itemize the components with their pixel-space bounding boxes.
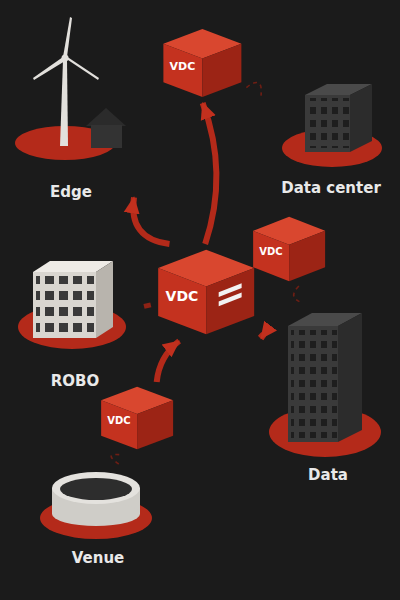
cube-label: VDC: [163, 60, 202, 73]
location-label: Data: [264, 466, 392, 484]
cube-label: VDC: [158, 288, 206, 305]
data-center-illustration: [282, 84, 382, 167]
vdc-cube: VDC: [160, 26, 245, 100]
location-label: Data center: [264, 179, 398, 197]
vdc-cube: VDC: [98, 384, 176, 452]
location-node: Venue: [31, 466, 165, 567]
location-label: ROBO: [8, 372, 142, 390]
data-illustration: [269, 313, 381, 457]
flow-arrow: [144, 305, 151, 307]
location-label: Edge: [11, 183, 131, 201]
vdc-cube: VDC: [250, 214, 328, 284]
flow-arrow: [157, 341, 179, 382]
location-node: Data: [264, 306, 392, 484]
dashed-link: [111, 454, 122, 464]
dashed-link: [246, 82, 261, 95]
cube-label: VDC: [253, 246, 289, 258]
venue-illustration: [40, 472, 152, 539]
location-label: Venue: [31, 549, 165, 567]
flow-arrow: [133, 197, 169, 244]
location-node: ROBO: [8, 255, 142, 390]
flow-arrow: [260, 334, 264, 338]
location-node: Data center: [264, 72, 398, 197]
robo-illustration: [18, 261, 126, 349]
vdc-cube: VDC: [154, 246, 258, 338]
flow-arrow: [203, 103, 217, 244]
edge-illustration: [15, 17, 126, 160]
cube-label: VDC: [101, 415, 137, 427]
location-node: Edge: [11, 28, 131, 201]
dashed-link: [294, 286, 304, 303]
